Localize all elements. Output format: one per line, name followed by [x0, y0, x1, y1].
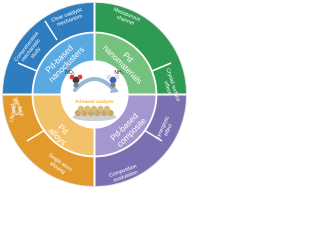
- catalyst-label: Pd-based catalysts: [76, 99, 115, 104]
- outer-label-bl-0-line2: effect: [8, 103, 18, 117]
- outer-label-tl-0-line2: size: [16, 106, 24, 116]
- outer-label-tl-0-line1: Ultrasmall: [9, 99, 19, 123]
- inner-ring-top-right: [94, 32, 157, 95]
- ring-separator: [31, 31, 158, 158]
- amino-molecule: [106, 74, 120, 88]
- outer-label-br-0-line2: effect: [163, 123, 174, 137]
- outer-ring-top-right: [94, 2, 187, 95]
- outer-border: [2, 2, 187, 187]
- svg-text:Ultrasmall size: Ultrasmall size: [9, 97, 25, 123]
- outer-label-tr-1-line2: effect: [162, 81, 172, 95]
- catalyst-surface: [72, 105, 117, 121]
- outer-ring-bottom-left: [2, 94, 95, 187]
- pd-catalyst-wheel-diagram: Pd-based nanoclusters Pd nanomaterials P…: [2, 2, 187, 187]
- outer-ring-subdividers: [17, 20, 172, 142]
- outer-label-ultrasmall-size: Ultrasmall size: [9, 97, 25, 123]
- inner-ring-top-left: [32, 32, 95, 95]
- inner-ring-bottom-right: [94, 94, 157, 157]
- reaction-arrow: [73, 77, 116, 92]
- diagram-root: Pd-based nanoclusters Pd nanomaterials P…: [0, 0, 189, 189]
- nitro-molecule: [69, 74, 83, 88]
- center-illustration: Pd-based catalysts NO₂ NH₂: [65, 70, 124, 121]
- reactant-label: NO₂: [65, 70, 75, 76]
- outer-ring-top-left: [2, 2, 95, 95]
- inner-ring-bottom-left: [32, 94, 95, 157]
- product-label: NH₂: [114, 70, 123, 76]
- outer-ring-bottom-right: [94, 94, 187, 187]
